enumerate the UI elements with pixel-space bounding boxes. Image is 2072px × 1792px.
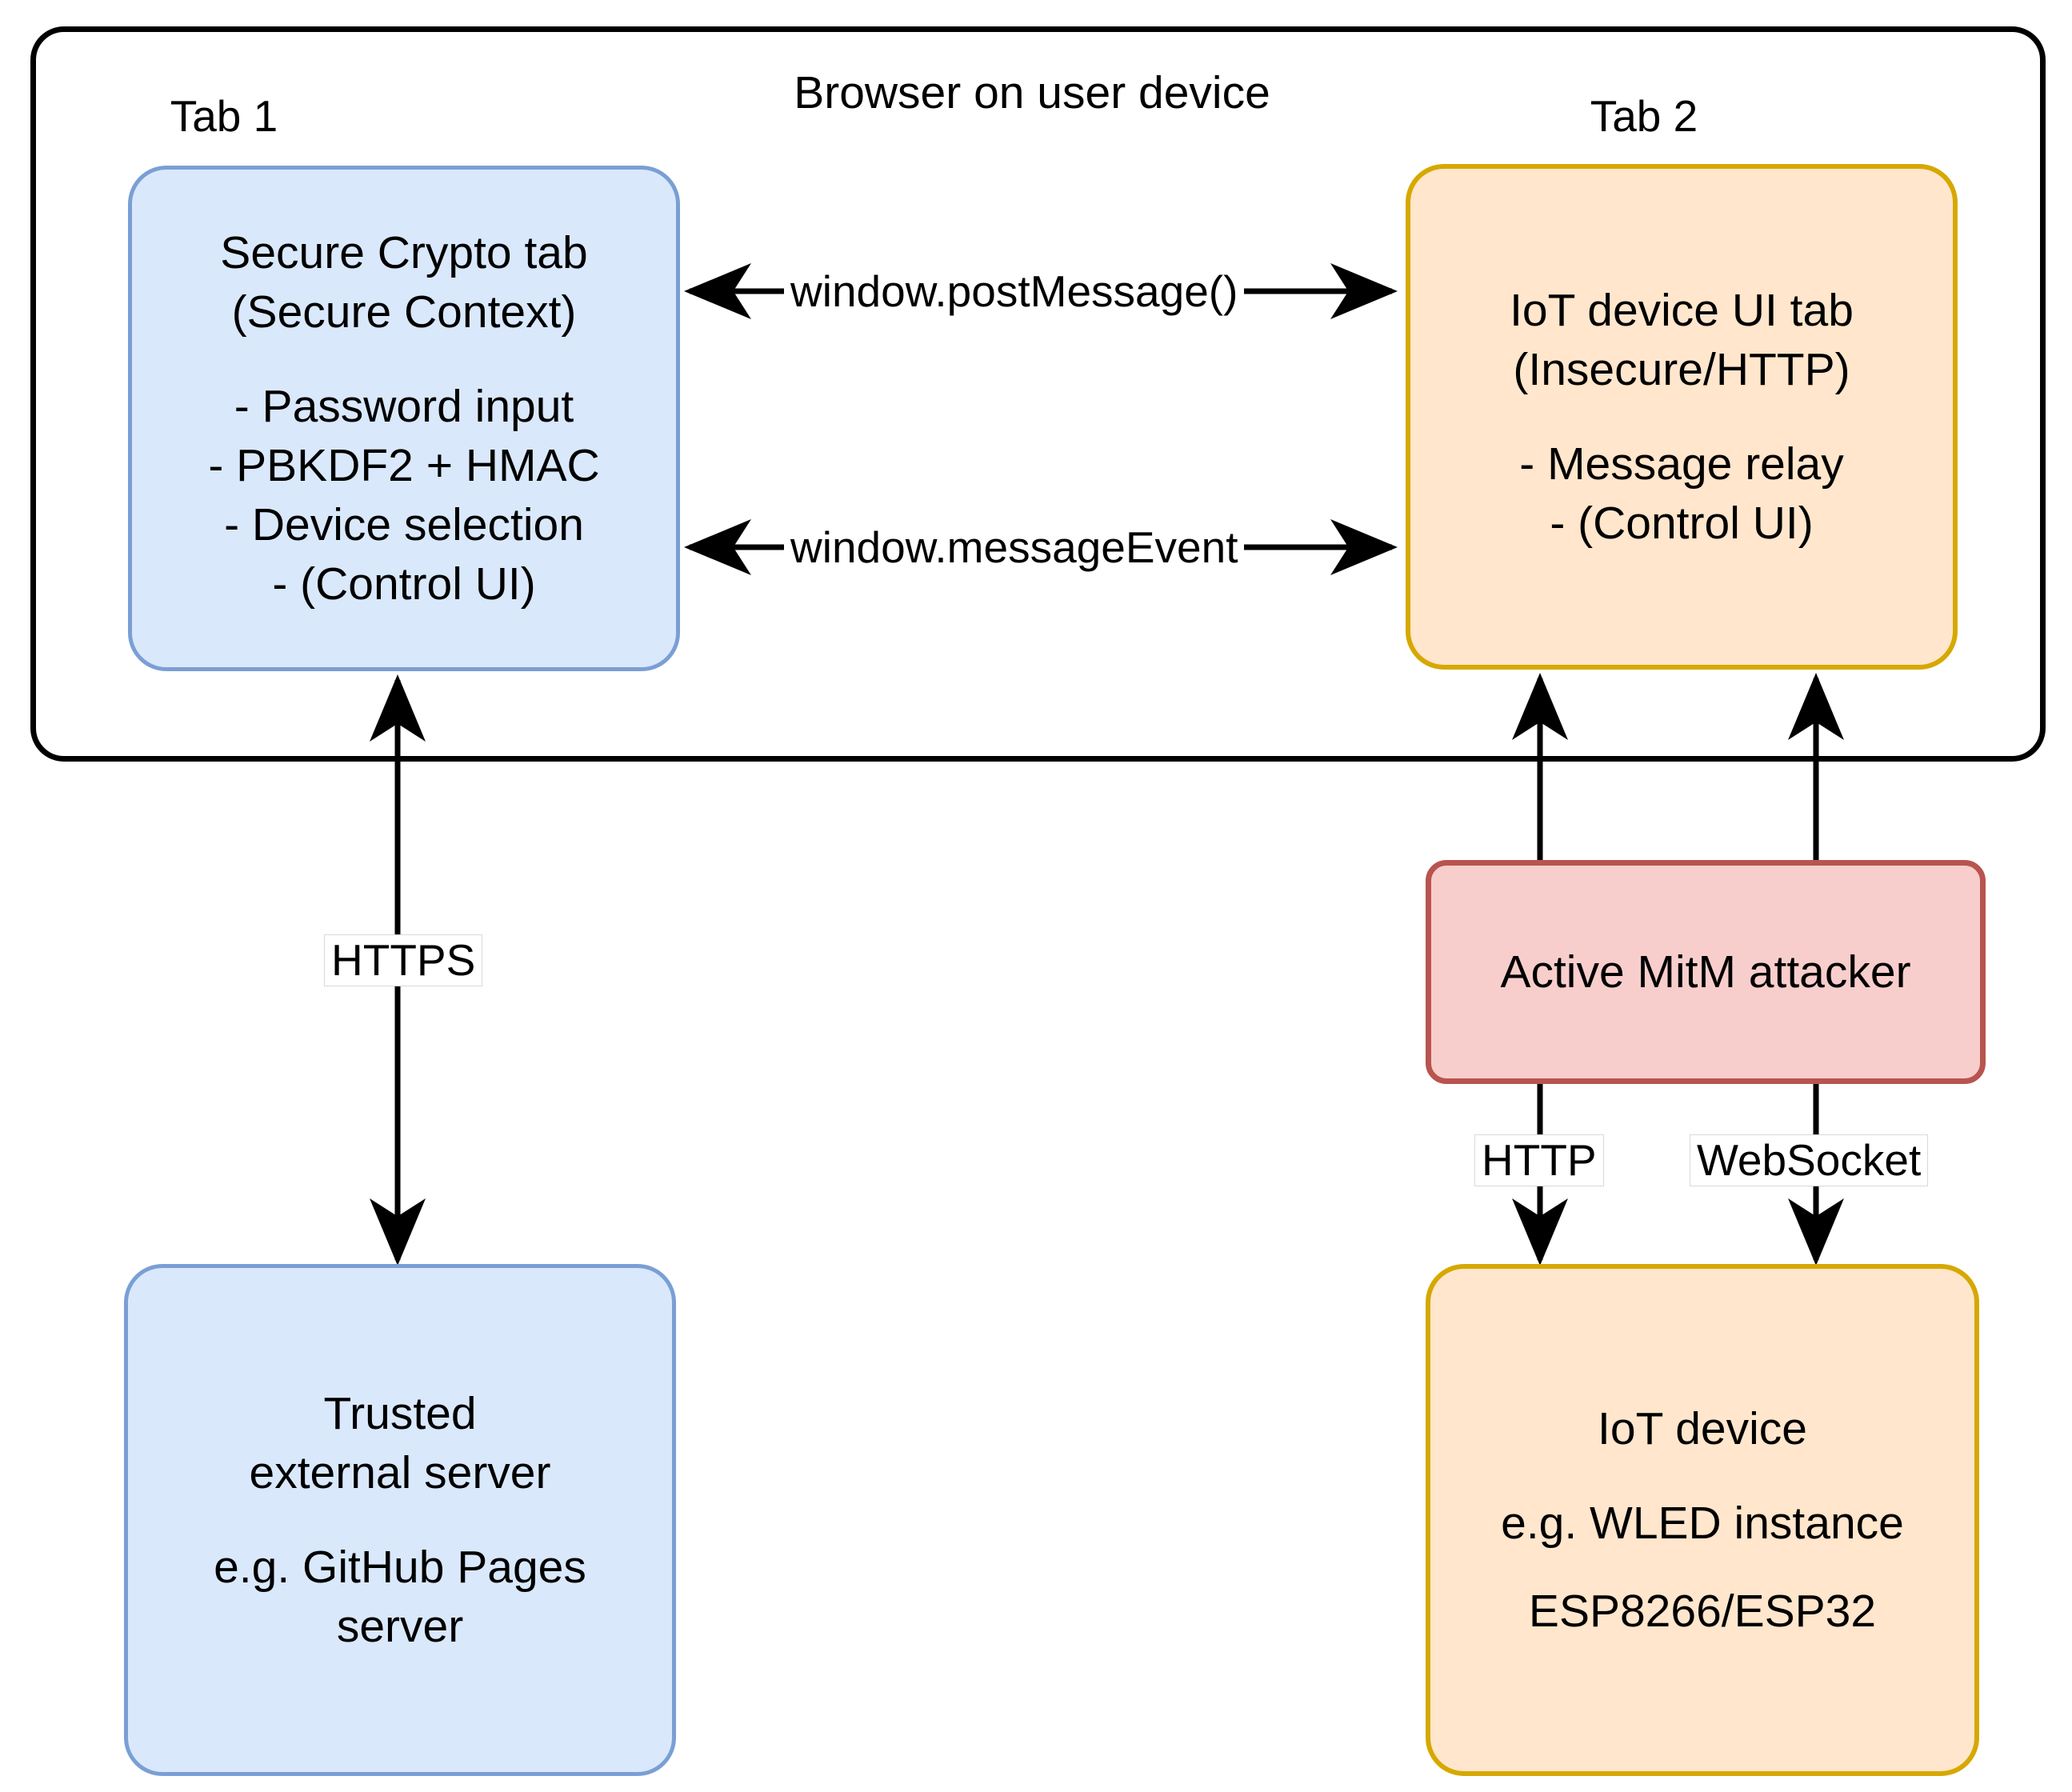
browser-container [30,26,2046,762]
secure-crypto-tab-line-5: - Device selection [224,499,584,551]
trusted-server-line-3: e.g. GitHub Pages [214,1542,586,1593]
secure-crypto-tab-line-6: - (Control UI) [272,558,536,610]
trusted-server-line-1: Trusted [323,1387,477,1439]
tab2-caption: Tab 2 [1590,91,1698,141]
iot-device-line-2: e.g. WLED instance [1501,1497,1904,1549]
iot-ui-tab-line-4: - (Control UI) [1550,498,1814,550]
secure-crypto-tab-line-3: - Password input [234,380,574,432]
trusted-server-line-2: external server [249,1446,551,1498]
mitm-label: Active MitM attacker [1500,946,1911,998]
edge-label-post-message: window.postMessage() [784,266,1245,317]
iot-ui-tab-line-3: - Message relay [1519,438,1844,490]
iot-ui-tab-line-2: (Insecure/HTTP) [1513,343,1850,395]
secure-crypto-tab-line-4: - PBKDF2 + HMAC [208,440,600,491]
iot-device-line-3: ESP8266/ESP32 [1528,1586,1877,1638]
node-secure-crypto-tab[interactable]: Secure Crypto tab (Secure Context) - Pas… [128,166,680,671]
secure-crypto-tab-line-1: Secure Crypto tab [220,226,588,278]
trusted-server-line-4: server [336,1601,464,1653]
browser-title: Browser on user device [794,67,1270,118]
node-iot-device[interactable]: IoT device e.g. WLED instance ESP8266/ES… [1426,1264,1979,1776]
node-active-mitm-attacker[interactable]: Active MitM attacker [1426,860,1986,1084]
edge-label-message-event: window.messageEvent [784,522,1245,573]
secure-crypto-tab-line-2: (Secure Context) [231,286,577,338]
edge-label-https: HTTPS [324,934,483,986]
node-trusted-external-server[interactable]: Trusted external server e.g. GitHub Page… [124,1264,676,1776]
edge-label-http: HTTP [1474,1134,1604,1186]
edge-label-websocket: WebSocket [1690,1134,1929,1186]
tab1-caption: Tab 1 [170,91,278,141]
iot-ui-tab-line-1: IoT device UI tab [1510,284,1854,336]
node-iot-device-ui-tab[interactable]: IoT device UI tab (Insecure/HTTP) - Mess… [1406,164,1958,670]
iot-device-line-1: IoT device [1598,1402,1807,1454]
